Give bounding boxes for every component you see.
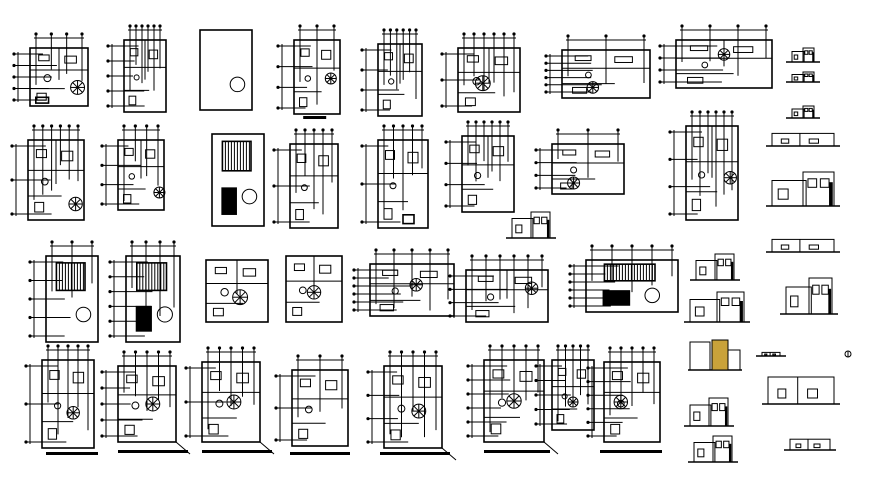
site-plan-r4-4 bbox=[274, 354, 349, 447]
elevation-r3-b bbox=[684, 291, 750, 323]
roof-plan-r3-1 bbox=[28, 240, 99, 343]
elevation-accent-facade bbox=[688, 339, 742, 371]
floor-plan-r1-2 bbox=[106, 24, 167, 113]
floor-plan-r1-1 bbox=[12, 32, 89, 107]
section-r4-a bbox=[756, 351, 786, 357]
floor-plan-r1-5 bbox=[360, 28, 423, 117]
floor-plan-r3-3 bbox=[205, 259, 269, 323]
elevation-r3-c bbox=[780, 277, 838, 315]
floor-plan-r2-8 bbox=[534, 128, 625, 195]
floor-plan-r2-4 bbox=[272, 128, 339, 229]
floor-plan-r3-5 bbox=[352, 248, 455, 317]
elevation-r2-b bbox=[766, 171, 840, 207]
floor-plan-r3-6 bbox=[448, 254, 549, 323]
floor-plan-r4-8 bbox=[586, 346, 661, 443]
site-plan-r4-2 bbox=[100, 350, 191, 455]
roof-plan-r3-2 bbox=[108, 240, 181, 343]
north-marker-icon bbox=[844, 350, 852, 358]
elevation-top-3 bbox=[786, 105, 820, 119]
floor-plan-r4-1 bbox=[24, 344, 95, 449]
section-r4-b bbox=[762, 376, 840, 405]
elevation-r2-a bbox=[766, 132, 840, 147]
section-r2-7 bbox=[506, 211, 556, 239]
row4-title-bars bbox=[46, 450, 662, 455]
elevation-top-1 bbox=[786, 47, 820, 63]
floor-plan-r3-4 bbox=[285, 255, 343, 323]
floor-plan-r2-9 bbox=[668, 110, 739, 221]
elevation-r4-e bbox=[784, 438, 836, 451]
roof-plan-r2-3 bbox=[211, 133, 265, 227]
elevation-top-2 bbox=[786, 71, 820, 83]
floor-plan-r2-6 bbox=[444, 120, 515, 213]
elevation-r4-d bbox=[688, 435, 738, 463]
elevation-r4-c bbox=[684, 397, 734, 427]
floor-plan-r2-2 bbox=[100, 124, 166, 211]
floor-plan-r1-4 bbox=[276, 24, 341, 119]
site-plan-r4-6 bbox=[466, 344, 559, 455]
roof-plan-r3-7 bbox=[568, 244, 679, 313]
elevation-r3-a bbox=[690, 253, 740, 281]
site-plan-r4-3 bbox=[184, 346, 275, 455]
floor-plan-r2-1 bbox=[10, 124, 85, 221]
site-plan-r4-5 bbox=[366, 350, 457, 461]
roof-plan-r1-3 bbox=[199, 29, 253, 111]
floor-plan-r1-7 bbox=[544, 34, 651, 99]
floor-plan-r1-6 bbox=[440, 32, 521, 113]
floor-plan-r2-5 bbox=[360, 124, 429, 229]
floor-plan-r1-8 bbox=[658, 24, 773, 89]
elevation-r2-c bbox=[766, 238, 840, 253]
